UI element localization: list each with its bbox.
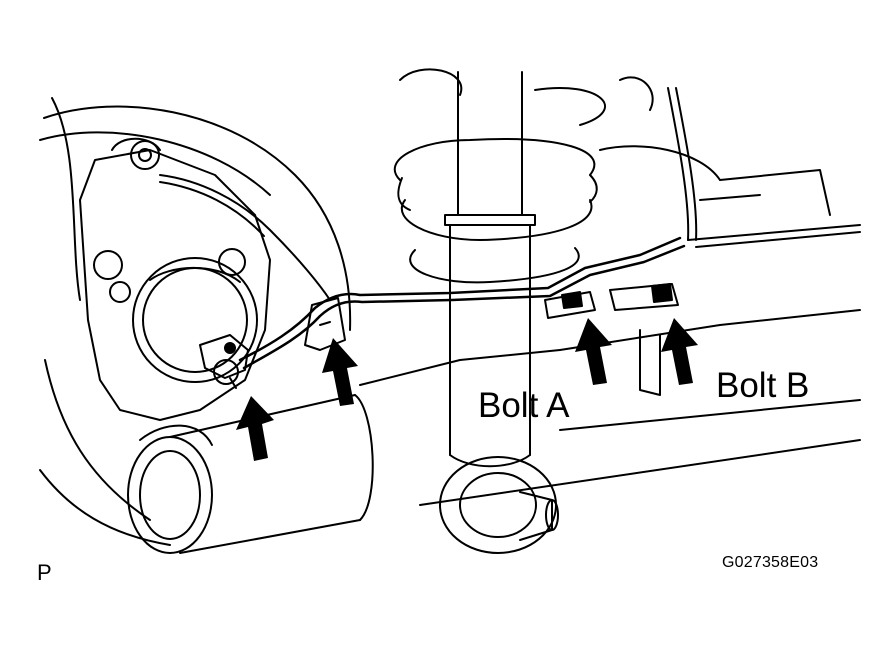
shock-absorber (439, 71, 559, 554)
arrow-bolt-a (575, 318, 612, 385)
body-mount (599, 76, 831, 396)
arrow-bolt-b (661, 318, 698, 385)
torsion-beam (127, 309, 861, 554)
backing-plate (39, 97, 352, 546)
arrow-harness-bracket (322, 338, 358, 406)
arrow-sensor-clamp (236, 396, 274, 461)
hub-bore (132, 257, 258, 383)
figure-code: G027358E03 (722, 554, 819, 571)
sensor-harness (238, 236, 686, 370)
sensor-clamp (199, 334, 249, 389)
coil-spring (393, 68, 606, 284)
bolt-a-bracket (544, 291, 596, 319)
bolt-a-label: Bolt A (478, 386, 570, 425)
bolt-b-label: Bolt B (716, 366, 810, 405)
bolt-b-bracket (609, 283, 679, 311)
brake-line (159, 87, 861, 301)
corner-mark: P (37, 560, 52, 585)
